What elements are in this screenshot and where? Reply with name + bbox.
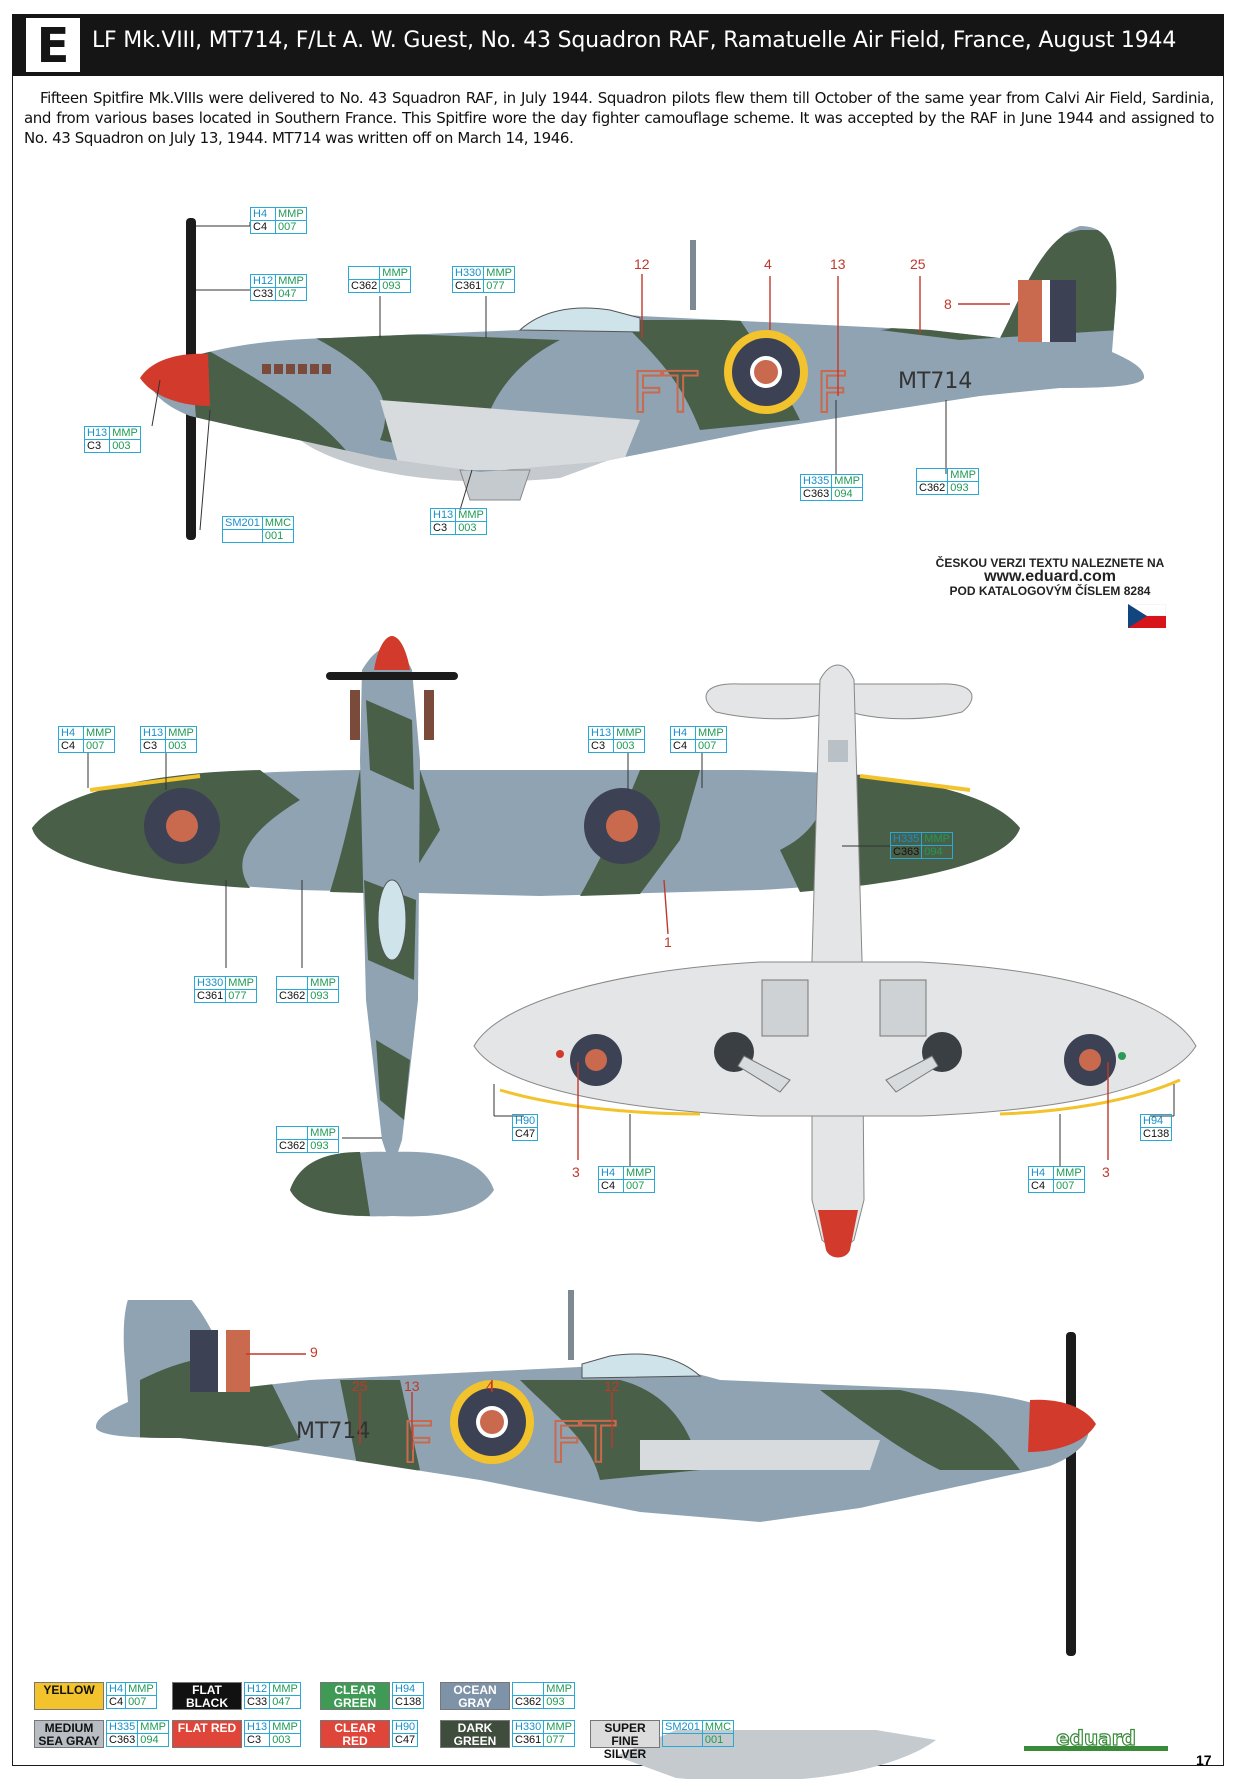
antenna-mast xyxy=(690,240,696,310)
legend-swatch: SUPER FINE SILVER xyxy=(590,1720,660,1761)
roundel-red xyxy=(754,360,778,384)
fin-flash-red xyxy=(1018,280,1042,342)
exhaust-stacks xyxy=(262,364,331,374)
fin-flash-blue xyxy=(1050,280,1076,342)
legend-swatch: FLAT RED xyxy=(172,1720,242,1748)
callout-top-1: 1 xyxy=(664,934,672,950)
canopy xyxy=(518,307,641,333)
callout-bottom-3-left: 3 xyxy=(572,1164,580,1180)
czech-flag-icon xyxy=(1128,604,1166,628)
profile-title: LF Mk.VIII, MT714, F/Lt A. W. Guest, No.… xyxy=(92,28,1177,53)
profile-header: E LF Mk.VIII, MT714, F/Lt A. W. Guest, N… xyxy=(12,14,1224,76)
callout-side1-8: 8 xyxy=(944,296,952,312)
callout-side1-12: 12 xyxy=(634,256,650,272)
callout-side2-13: 13 xyxy=(404,1378,420,1394)
right-code-letters: FT xyxy=(550,1411,616,1476)
profile-letter: E xyxy=(26,18,80,74)
spinner xyxy=(140,353,210,406)
callout-bottom-3-right: 3 xyxy=(1102,1164,1110,1180)
legend-swatch: CLEAR RED xyxy=(320,1720,390,1748)
right-spinner xyxy=(1028,1399,1096,1452)
callout-side1-4: 4 xyxy=(764,256,772,272)
czech-version-note: ČESKOU VERZI TEXTU NALEZNETE NA www.edua… xyxy=(900,556,1200,598)
legend-swatch: MEDIUM SEA GRAY xyxy=(34,1720,104,1748)
legend-swatch: DARK GREEN xyxy=(440,1720,510,1748)
czech-note-url[interactable]: www.eduard.com xyxy=(984,568,1116,585)
right-serial-number: MT714 xyxy=(296,1419,370,1444)
callout-side2-25: 25 xyxy=(352,1378,368,1394)
czech-note-line2: POD KATALOGOVÝM ČÍSLEM 8284 xyxy=(949,584,1151,598)
bottom-view xyxy=(473,664,1197,1258)
left-side-view: FT F MT714 xyxy=(140,218,1145,540)
legend-swatch: OCEAN GRAY xyxy=(440,1682,510,1710)
callout-side2-12: 12 xyxy=(604,1378,620,1394)
legend-swatch: FLAT BLACK xyxy=(172,1682,242,1710)
czech-note-line1: ČESKOU VERZI TEXTU NALEZNETE NA xyxy=(935,556,1165,570)
profile-description: Fifteen Spitfire Mk.VIIIs were delivered… xyxy=(24,89,1214,147)
callout-side1-13: 13 xyxy=(830,256,846,272)
legend-swatch: YELLOW xyxy=(34,1682,104,1710)
page-number: 17 xyxy=(1196,1752,1212,1768)
right-code-letter: F xyxy=(402,1411,434,1476)
legend-swatch: CLEAR GREEN xyxy=(320,1682,390,1710)
code-letter-right: F xyxy=(816,361,848,426)
top-spinner xyxy=(374,636,410,670)
bottom-wing xyxy=(473,961,1197,1117)
callout-side2-9: 9 xyxy=(310,1344,318,1360)
svg-text:eduard: eduard xyxy=(1056,1728,1136,1750)
eduard-logo: eduard xyxy=(1024,1728,1168,1751)
radiator-scoop xyxy=(459,469,531,501)
callout-side2-4: 4 xyxy=(486,1378,494,1394)
fin-flash-white xyxy=(1042,280,1050,342)
code-letters-left: FT xyxy=(632,361,698,426)
serial-number: MT714 xyxy=(898,369,972,394)
callout-side1-25: 25 xyxy=(910,256,926,272)
right-propeller-blade xyxy=(1066,1332,1076,1656)
